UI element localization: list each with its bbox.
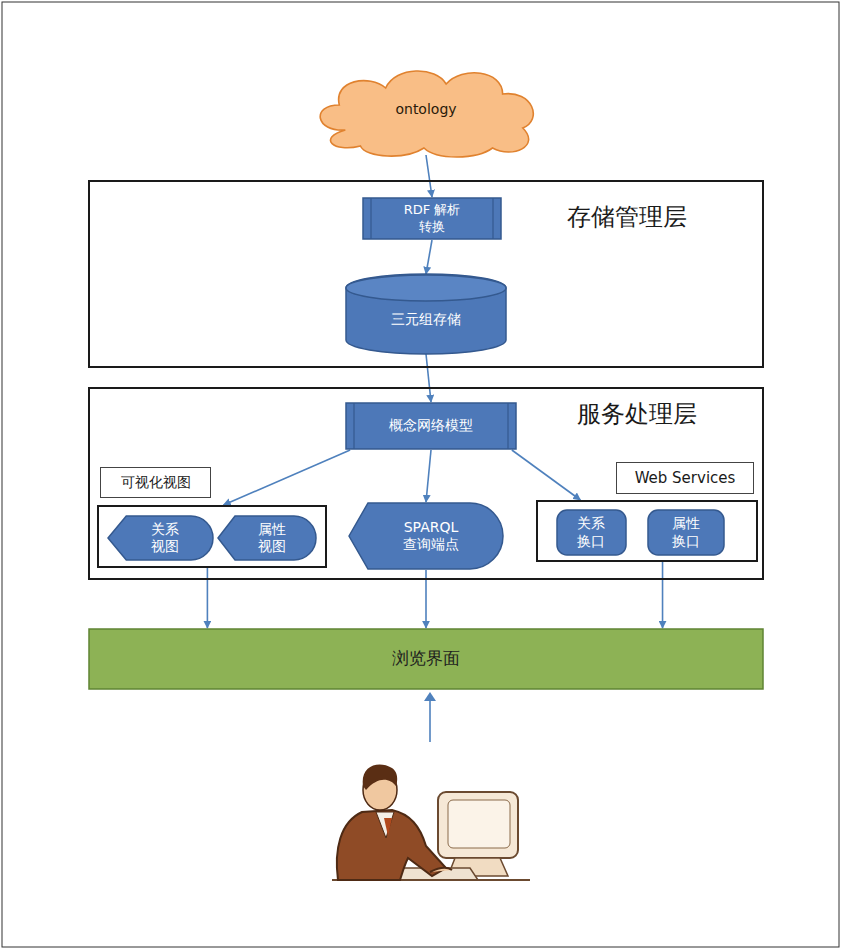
arrow-connector [224, 450, 351, 505]
node-label: 关系 换口 [573, 515, 609, 550]
node-label: 关系 视图 [137, 521, 183, 556]
query-endpoint: SPARQL 查询端点 [348, 502, 504, 570]
node-label: 属性 换口 [668, 515, 704, 550]
user-arrow [424, 692, 436, 742]
node-label: RDF 解析转换 [402, 202, 462, 235]
node-label: 属性 视图 [244, 521, 290, 556]
layer-title: 服务处理层 [577, 399, 697, 429]
interface-box: 关系 换口 [556, 509, 627, 556]
node-label: SPARQL 查询端点 [386, 519, 466, 554]
group-heading-box: Web Services [616, 462, 754, 494]
process-box: 概念网络模型 [345, 402, 517, 450]
arrow-connector [426, 354, 431, 402]
process-box: RDF 解析转换 [362, 197, 502, 240]
ontology-cloud: ontology [305, 60, 547, 160]
view-group: 可视化视图关系 视图属性 视图 [97, 505, 327, 568]
arrow-connector [207, 568, 209, 628]
service-layer: 服务处理层概念网络模型可视化视图关系 视图 属性 视图 SPARQL 查询端点 Web… [88, 387, 764, 580]
view-shape: 关系 视图 [107, 515, 214, 561]
group-heading: Web Services [635, 469, 736, 488]
node-label: 概念网络模型 [389, 417, 473, 435]
storage-layer: 存储管理层 RDF 解析转换三元组存储 [88, 180, 764, 368]
layer-title: 存储管理层 [567, 202, 687, 232]
group-heading-box: 可视化视图 [100, 467, 211, 498]
arrow-connector [662, 562, 664, 628]
node-label: ontology [395, 101, 456, 119]
group-heading: 可视化视图 [121, 474, 191, 492]
service-group: Web Services关系 换口属性 换口 [536, 500, 758, 562]
arrow-connector [512, 450, 581, 500]
node-label: 浏览界面 [392, 648, 460, 669]
arrow-connector [426, 450, 431, 502]
node-label: 三元组存储 [391, 299, 461, 329]
interface-box: 属性 换口 [647, 509, 725, 556]
user-illustration [332, 765, 530, 880]
arrow-connector [426, 155, 432, 197]
arrow-connector [426, 240, 432, 274]
view-shape: 属性 视图 [217, 515, 317, 561]
browse-bar: 浏览界面 [88, 628, 764, 690]
storage-cylinder: 三元组存储 [345, 274, 507, 354]
